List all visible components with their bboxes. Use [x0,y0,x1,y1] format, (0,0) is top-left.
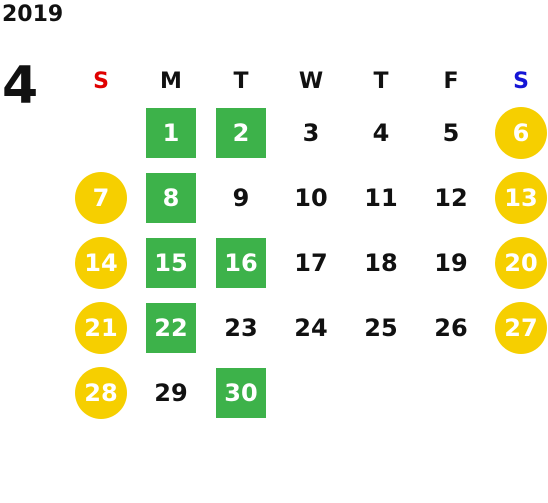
day-number: 28 [75,366,127,419]
day-number: 5 [442,118,460,147]
day-number: 15 [146,237,196,288]
day-number: 3 [302,118,320,147]
empty-cell [66,100,136,165]
day-cell[interactable]: 25 [346,295,416,360]
day-number: 8 [146,172,196,223]
day-number: 24 [294,313,328,342]
weekday-friday: F [443,68,459,94]
day-cell[interactable]: 4 [346,100,416,165]
day-number: 19 [434,248,468,277]
day-number: 6 [495,106,547,159]
weekday-thursday: T [373,68,389,94]
day-cell[interactable]: 12 [416,165,486,230]
day-cell[interactable]: 15 [136,230,206,295]
day-cell[interactable]: 23 [206,295,276,360]
year-label: 2019 [2,2,64,27]
day-cell[interactable]: 24 [276,295,346,360]
day-cell[interactable]: 7 [66,165,136,230]
day-number: 26 [434,313,468,342]
day-number: 9 [232,183,250,212]
day-number: 13 [495,171,547,224]
day-cell[interactable]: 6 [486,100,548,165]
day-number: 14 [75,236,127,289]
day-cell[interactable]: 17 [276,230,346,295]
day-cell[interactable]: 18 [346,230,416,295]
day-cell[interactable]: 10 [276,165,346,230]
day-number: 17 [294,248,328,277]
day-cell[interactable]: 30 [206,360,276,425]
day-cell[interactable]: 8 [136,165,206,230]
day-cell[interactable]: 28 [66,360,136,425]
day-number: 30 [216,367,266,418]
day-cell[interactable]: 5 [416,100,486,165]
day-number: 29 [154,378,188,407]
weekday-monday: M [160,68,182,94]
day-number: 27 [495,301,547,354]
day-number: 2 [216,107,266,158]
weekday-saturday: S [513,68,529,94]
day-cell[interactable]: 16 [206,230,276,295]
day-cell[interactable]: 19 [416,230,486,295]
day-cell[interactable]: 1 [136,100,206,165]
day-cell[interactable]: 22 [136,295,206,360]
day-number: 25 [364,313,398,342]
day-cell[interactable]: 13 [486,165,548,230]
day-cell[interactable]: 9 [206,165,276,230]
day-number: 1 [146,107,196,158]
day-number: 21 [75,301,127,354]
day-cell[interactable]: 3 [276,100,346,165]
day-number: 22 [146,302,196,353]
day-cell[interactable]: 29 [136,360,206,425]
day-number: 7 [75,171,127,224]
weekday-tuesday: T [233,68,249,94]
month-label: 4 [2,56,39,116]
day-cell[interactable]: 20 [486,230,548,295]
day-number: 20 [495,236,547,289]
day-number: 18 [364,248,398,277]
day-cell[interactable]: 26 [416,295,486,360]
day-cell[interactable]: 2 [206,100,276,165]
day-cell[interactable]: 14 [66,230,136,295]
day-cell[interactable]: 21 [66,295,136,360]
day-number: 10 [294,183,328,212]
day-number: 4 [372,118,390,147]
weekday-sunday: S [93,68,109,94]
day-number: 16 [216,237,266,288]
day-number: 12 [434,183,468,212]
weekday-wednesday: W [298,68,324,94]
day-number: 11 [364,183,398,212]
day-cell[interactable]: 11 [346,165,416,230]
day-number: 23 [224,313,258,342]
day-cell[interactable]: 27 [486,295,548,360]
